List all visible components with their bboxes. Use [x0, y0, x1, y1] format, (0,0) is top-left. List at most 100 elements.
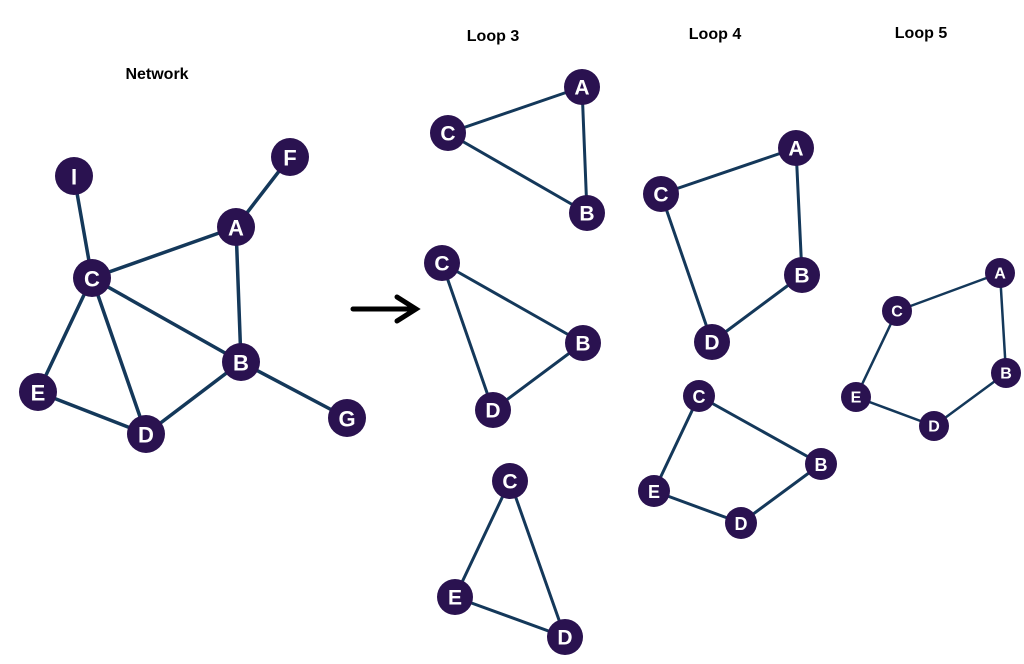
node-label: C — [502, 471, 517, 494]
node-A: A — [564, 69, 600, 105]
node-label: C — [84, 267, 100, 292]
graph-loop3-2: C B D — [424, 245, 601, 428]
edge-C-D — [440, 261, 495, 412]
node-E: E — [437, 579, 473, 615]
edge-C-B — [446, 131, 589, 215]
graph-loop4-2: C B E D — [638, 380, 837, 539]
node-label: D — [485, 400, 500, 423]
node-label: I — [71, 165, 77, 190]
node-D: D — [725, 507, 757, 539]
edge-C-E — [36, 276, 94, 394]
node-label: F — [283, 146, 296, 171]
node-circle — [19, 373, 57, 411]
node-label: A — [574, 77, 589, 100]
node-label: D — [735, 514, 748, 534]
node-circle — [569, 195, 605, 231]
node-E: E — [19, 373, 57, 411]
edge-C-B — [697, 394, 823, 466]
node-A: A — [985, 258, 1015, 288]
node-label: C — [434, 253, 449, 276]
edge-A-B — [580, 85, 589, 215]
edge-D-B — [710, 273, 804, 344]
node-B: B — [565, 325, 601, 361]
node-D: D — [694, 324, 730, 360]
edge-B-G — [239, 360, 349, 420]
node-I: I — [55, 157, 93, 195]
node-label: A — [788, 138, 803, 161]
node-C: C — [492, 463, 528, 499]
node-label: B — [233, 351, 249, 376]
node-label: E — [851, 390, 862, 407]
edge-A-B — [234, 225, 243, 364]
node-label: B — [815, 455, 828, 475]
node-label: B — [1000, 366, 1012, 383]
node-label: B — [794, 265, 809, 288]
node-C: C — [430, 115, 466, 151]
node-B: B — [784, 257, 820, 293]
node-D: D — [547, 619, 583, 655]
node-C: C — [882, 296, 912, 326]
edge-D-B — [739, 462, 823, 525]
node-circle — [919, 411, 949, 441]
arrow-icon — [350, 294, 421, 324]
node-D: D — [475, 392, 511, 428]
edge-A-C — [90, 225, 238, 280]
graph-loop3-3: C E D — [437, 463, 583, 655]
node-C: C — [424, 245, 460, 281]
edge-C-D — [659, 192, 714, 344]
node-C: C — [683, 380, 715, 412]
node-C: C — [73, 259, 111, 297]
edge-E-D — [453, 595, 567, 639]
node-label: G — [338, 407, 355, 432]
node-circle — [437, 579, 473, 615]
node-E: E — [841, 382, 871, 412]
node-label: A — [228, 216, 244, 241]
edge-C-D — [508, 479, 567, 639]
graph-loop5-1: A C B E D — [841, 258, 1021, 441]
node-label: E — [648, 482, 660, 502]
node-label: C — [693, 387, 706, 407]
node-label: E — [31, 381, 46, 406]
node-B: B — [222, 343, 260, 381]
loop4-heading: Loop 4 — [689, 26, 742, 43]
node-F: F — [271, 138, 309, 176]
node-circle — [882, 296, 912, 326]
edge-C-E — [652, 394, 701, 493]
edge-D-B — [491, 341, 585, 412]
node-circle — [985, 258, 1015, 288]
node-circle — [841, 382, 871, 412]
node-circle — [475, 392, 511, 428]
node-circle — [127, 415, 165, 453]
node-label: D — [704, 332, 719, 355]
edge-E-D — [36, 390, 148, 436]
node-circle — [991, 358, 1021, 388]
edge-A-C — [659, 146, 798, 196]
loop3-heading: Loop 3 — [467, 28, 520, 45]
node-A: A — [217, 208, 255, 246]
node-circle — [638, 475, 670, 507]
node-label: B — [579, 203, 594, 226]
node-circle — [547, 619, 583, 655]
node-G: G — [328, 399, 366, 437]
node-circle — [217, 208, 255, 246]
node-circle — [328, 399, 366, 437]
node-circle — [55, 157, 93, 195]
node-B: B — [991, 358, 1021, 388]
node-D: D — [127, 415, 165, 453]
node-circle — [725, 507, 757, 539]
loop5-heading: Loop 5 — [895, 25, 948, 42]
node-circle — [643, 176, 679, 212]
node-circle — [492, 463, 528, 499]
edge-C-B — [90, 276, 243, 364]
node-label: D — [138, 423, 154, 448]
node-circle — [683, 380, 715, 412]
node-label: B — [575, 333, 590, 356]
node-label: D — [928, 419, 940, 436]
edge-C-B — [440, 261, 585, 345]
node-label: A — [994, 266, 1006, 283]
edge-A-B — [998, 271, 1008, 375]
node-label: E — [448, 587, 462, 610]
